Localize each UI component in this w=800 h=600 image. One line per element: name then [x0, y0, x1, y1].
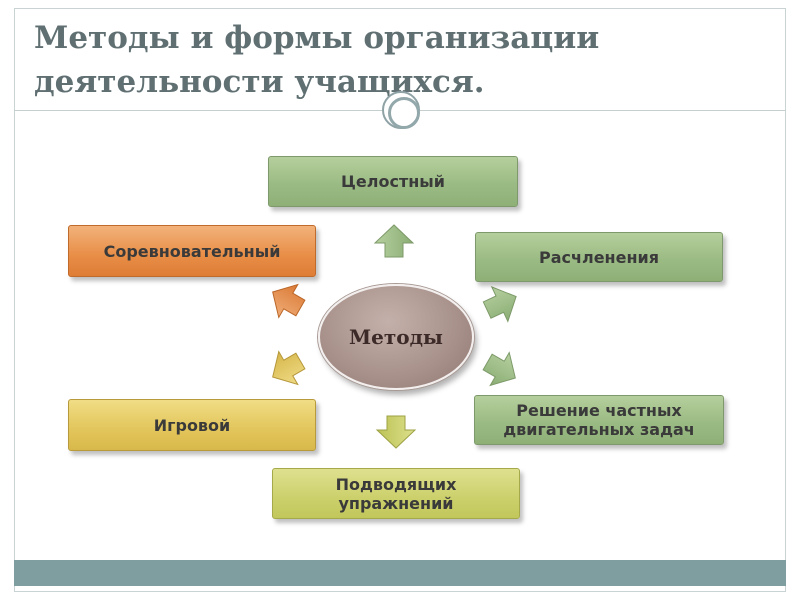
center-node-methods: Методы: [318, 284, 474, 390]
node-private-tasks: Решение частных двигательных задач: [474, 395, 724, 445]
arrow-up-icon: [374, 224, 414, 258]
arrow-lower-left-icon: [262, 344, 311, 394]
footer-bar: [14, 560, 786, 586]
arrow-upper-right-icon: [478, 278, 525, 328]
node-holistic: Целостный: [268, 156, 518, 207]
node-lead-up-exercises: Подводящих упражнений: [272, 468, 520, 519]
arrow-upper-left-icon: [262, 275, 311, 325]
divider-circle-ornament: [382, 91, 420, 129]
node-game: Игровой: [68, 399, 316, 451]
arrow-down-icon: [376, 415, 416, 449]
arrow-lower-right-icon: [477, 345, 526, 395]
slide-title-line-1: Методы и формы организации: [34, 20, 600, 56]
node-competitive: Соревновательный: [68, 225, 316, 277]
node-dissection: Расчленения: [475, 232, 723, 282]
